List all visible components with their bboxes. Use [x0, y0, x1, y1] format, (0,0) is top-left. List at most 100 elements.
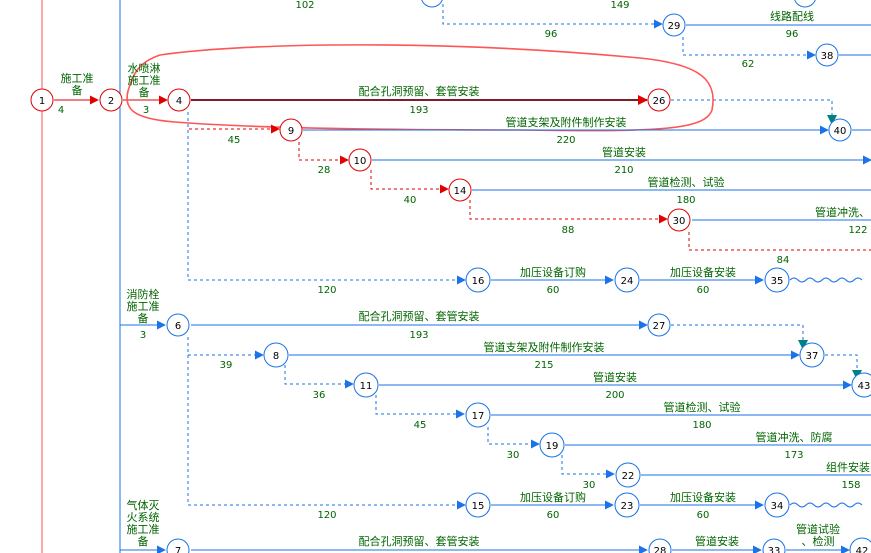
label-a2435-dur: 60 [697, 285, 710, 296]
arrow-dummy-14-30 [469, 200, 668, 224]
arrow-dummy-37-43 [825, 354, 858, 373]
svg-text:10: 10 [354, 156, 367, 167]
label-a1430-dur: 88 [562, 225, 575, 236]
svg-text:22: 22 [622, 471, 635, 482]
node-9: 9 [279, 118, 303, 142]
node-35: 35 [764, 267, 790, 293]
label-a1143: 管道安装 [593, 370, 637, 384]
label-a1523: 加压设备订购 [520, 490, 586, 504]
label-a2334-dur: 60 [697, 510, 710, 521]
label-top-102: 102 [295, 0, 314, 11]
label-a1624: 加压设备订购 [520, 265, 586, 279]
node-40: 40 [828, 118, 852, 142]
svg-text:9: 9 [288, 126, 294, 137]
label-a2833: 管道安装 [695, 534, 739, 548]
node-19: 19 [539, 432, 565, 458]
svg-text:1: 1 [39, 96, 45, 107]
node-6: 6 [166, 313, 190, 337]
label-a27-4: 备 [138, 534, 149, 548]
node-22: 22 [615, 462, 641, 488]
arrow-dummy-26-40 [671, 99, 833, 118]
label-a1624-dur: 60 [547, 285, 560, 296]
label-a22: 组件安装 [826, 460, 870, 474]
node-30: 30 [667, 208, 691, 232]
svg-text:27: 27 [653, 321, 666, 332]
label-a837: 管道支架及附件制作安装 [484, 340, 605, 354]
arrow-dummy-8-11 [284, 365, 354, 389]
label-a10: 管道安装 [602, 145, 646, 159]
label-a24-2: 施工准 [128, 74, 161, 87]
label-a26-2: 施工准 [127, 300, 160, 313]
label-a426: 配合孔洞预留、套管安装 [359, 84, 480, 98]
node-37: 37 [799, 342, 825, 368]
label-a29: 线路配线 [770, 9, 814, 23]
label-a24-3: 备 [139, 85, 150, 99]
label-a1143-dur: 200 [605, 390, 624, 401]
label-a68-dur: 39 [220, 360, 233, 371]
svg-text:7: 7 [175, 546, 181, 553]
label-a1719-dur: 30 [507, 450, 520, 461]
node-4: 4 [167, 88, 191, 112]
label-a627-dur: 193 [409, 330, 428, 341]
arrow-dummy-6-8 [187, 337, 264, 360]
label-a14-dur: 180 [676, 195, 695, 206]
svg-text:23: 23 [621, 501, 634, 512]
label-a12-dur: 4 [58, 105, 64, 116]
label-a12-1: 施工准 [61, 72, 94, 85]
node-23: 23 [614, 492, 640, 518]
label-a49-dur: 45 [228, 135, 241, 146]
node-2: 2 [99, 88, 123, 112]
label-a1117-dur: 45 [414, 420, 427, 431]
svg-text:14: 14 [454, 186, 467, 197]
node-11: 11 [353, 372, 379, 398]
node-14: 14 [448, 178, 472, 202]
arrow-dummy-19-22 [561, 455, 615, 479]
arrow-dummy-27-37 [671, 324, 804, 343]
label-a10-dur: 210 [614, 165, 633, 176]
arrow-dummy-29-38 [682, 37, 816, 60]
label-a19: 管道冲洗、防腐 [756, 430, 833, 444]
svg-text:40: 40 [834, 126, 847, 137]
label-a627: 配合孔洞预留、套管安装 [359, 309, 480, 323]
label-a30d-dur: 84 [777, 255, 790, 266]
svg-text:42: 42 [856, 546, 869, 553]
node-1: 1 [30, 88, 54, 112]
label-a910-dur: 28 [318, 165, 331, 176]
label-d29-dur: 96 [545, 29, 558, 40]
label-a426-dur: 193 [409, 105, 428, 116]
svg-text:28: 28 [654, 546, 667, 553]
label-a1523-dur: 60 [547, 510, 560, 521]
label-d38-dur: 62 [742, 59, 755, 70]
svg-text:37: 37 [806, 351, 819, 362]
label-a26-3: 备 [138, 311, 149, 325]
svg-text:15: 15 [472, 501, 485, 512]
label-a3342-1: 管道试验 [796, 522, 840, 536]
svg-text:38: 38 [821, 51, 834, 62]
arrow-dummy-9-10 [298, 142, 349, 165]
svg-text:19: 19 [546, 441, 559, 452]
label-a1922-dur: 30 [583, 480, 596, 491]
node-15: 15 [465, 492, 491, 518]
label-a30-dur: 122 [848, 225, 867, 236]
wave-34 [789, 502, 863, 508]
label-a27-3: 施工准 [127, 523, 160, 536]
node-7: 7 [166, 538, 190, 553]
svg-text:35: 35 [771, 276, 784, 287]
arrow-dummy-4-16 [187, 112, 466, 285]
label-a27-1: 气体灭 [127, 498, 160, 512]
node-34: 34 [764, 492, 790, 518]
svg-text:8: 8 [273, 351, 279, 362]
svg-text:30: 30 [673, 216, 686, 227]
node-24: 24 [614, 267, 640, 293]
label-top-149: 149 [610, 0, 629, 11]
label-a29-dur: 96 [786, 29, 799, 40]
arrow-dummy-10-14 [370, 170, 449, 194]
label-a19-dur: 173 [784, 450, 803, 461]
label-a837-dur: 215 [534, 360, 553, 371]
label-a27-2: 火系统 [127, 511, 160, 524]
svg-text:6: 6 [175, 321, 181, 332]
label-a940-dur: 220 [556, 135, 575, 146]
node-38: 38 [815, 43, 839, 67]
node-partial-top-b [794, 0, 816, 8]
